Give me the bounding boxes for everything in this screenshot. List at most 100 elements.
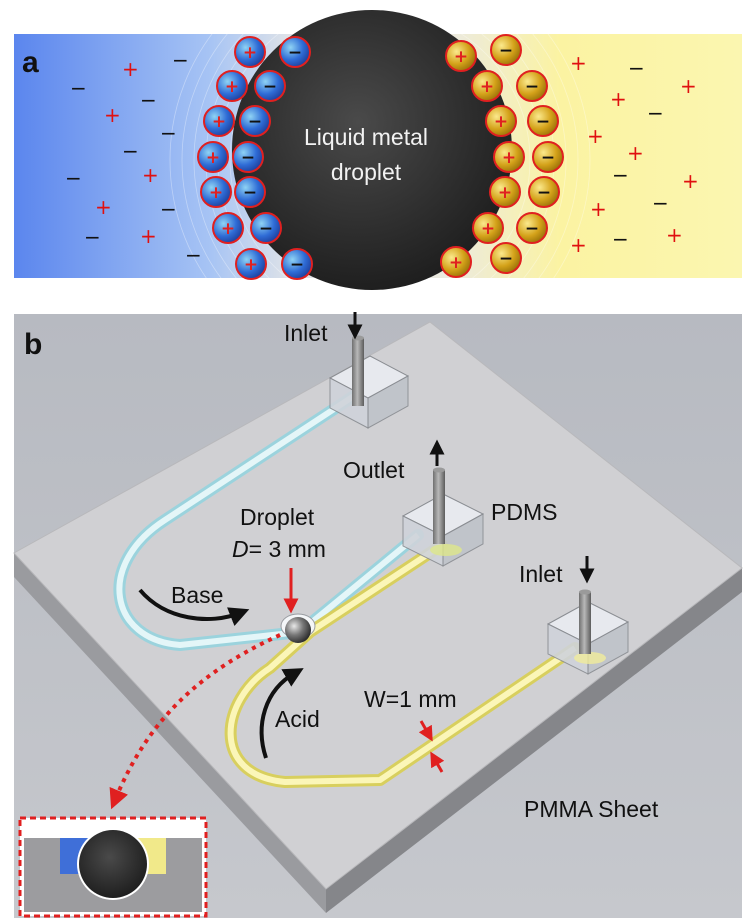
pdms-label: PDMS (491, 499, 557, 525)
svg-text:+: + (590, 197, 607, 221)
svg-text:−: − (243, 183, 257, 203)
pmma-sheet-top (13, 321, 743, 890)
negative-ion: − (532, 141, 564, 173)
pdms-block-outlet (401, 467, 485, 567)
svg-text:+: + (243, 43, 257, 63)
base-flow-arrow (138, 588, 250, 626)
positive-ion: + (485, 105, 517, 137)
svg-text:+: + (682, 169, 699, 193)
positive-ion: + (216, 70, 248, 102)
panel-a: Liquid metal droplet +++++++−−−−−−− ++++… (14, 10, 742, 290)
cross-section-pointer (109, 633, 281, 810)
svg-text:−: − (172, 48, 189, 72)
cross-section-inset (18, 816, 208, 918)
pdms-block-inlet-right (546, 589, 630, 675)
positive-ion: + (472, 212, 504, 244)
pmma-sheet-front-face (14, 553, 326, 913)
svg-text:−: − (65, 166, 82, 190)
svg-text:+: + (212, 112, 226, 132)
positive-ion: + (212, 212, 244, 244)
droplet-diameter-label: D= 3 mm (232, 536, 326, 562)
droplet-label-line1: Liquid metal (304, 124, 428, 150)
pmma-sheet-right-face (326, 568, 742, 913)
svg-text:+: + (449, 253, 463, 273)
negative-ion: − (234, 176, 266, 208)
svg-text:+: + (480, 77, 494, 97)
positive-ion: + (234, 36, 266, 68)
svg-text:−: − (537, 183, 551, 203)
svg-text:−: − (536, 112, 550, 132)
base-label: Base (171, 582, 223, 608)
svg-text:+: + (494, 112, 508, 132)
droplet-ball (285, 617, 311, 643)
svg-text:+: + (206, 148, 220, 168)
svg-text:+: + (225, 77, 239, 97)
negative-ion: − (232, 141, 264, 173)
positive-ion: + (203, 105, 235, 137)
svg-text:+: + (95, 195, 112, 219)
ion-layer-right: +++++++−−−−−−− (440, 34, 564, 278)
svg-text:+: + (666, 223, 683, 247)
svg-text:+: + (104, 103, 121, 127)
svg-text:−: − (628, 56, 645, 80)
svg-text:−: − (525, 77, 539, 97)
outlet-label: Outlet (343, 457, 405, 483)
positive-ion: + (445, 40, 477, 72)
inlet-right-label: Inlet (519, 561, 563, 587)
free-charges-right: +− ++ −+ +− ++ −− ++ (570, 51, 699, 257)
negative-ion: − (516, 70, 548, 102)
svg-text:+: + (502, 148, 516, 168)
svg-text:−: − (541, 148, 555, 168)
negative-ion: − (490, 242, 522, 274)
positive-ion: + (489, 176, 521, 208)
positive-ion: + (471, 70, 503, 102)
svg-text:−: − (185, 243, 202, 267)
svg-text:+: + (610, 87, 627, 111)
width-arrow-top (418, 720, 433, 742)
svg-text:−: − (263, 77, 277, 97)
panel-a-label: a (22, 46, 39, 79)
acid-label: Acid (275, 706, 320, 732)
svg-text:+: + (627, 141, 644, 165)
width-arrow-bottom (430, 751, 445, 773)
width-label: W=1 mm (364, 686, 457, 712)
svg-text:+: + (587, 124, 604, 148)
pdms-block-inlet-top (328, 335, 410, 429)
liquid-metal-droplet (232, 10, 512, 290)
acid-flow-arrow (259, 668, 304, 759)
svg-text:−: − (612, 163, 629, 187)
negative-ion: − (281, 248, 313, 280)
svg-text:+: + (481, 219, 495, 239)
svg-text:+: + (221, 219, 235, 239)
svg-text:−: − (122, 139, 139, 163)
positive-ion: + (493, 141, 525, 173)
svg-text:−: − (288, 43, 302, 63)
panel-b: Inlet Outlet PDMS Droplet D= 3 mm Inlet … (13, 312, 743, 918)
negative-ion: − (516, 212, 548, 244)
positive-ion: + (440, 246, 472, 278)
negative-ion: − (490, 34, 522, 66)
svg-text:+: + (570, 51, 587, 75)
svg-text:+: + (209, 183, 223, 203)
negative-ion: − (254, 70, 286, 102)
negative-ion: − (527, 105, 559, 137)
svg-text:+: + (680, 74, 697, 98)
svg-text:−: − (612, 227, 629, 251)
ion-layer-left: +++++++−−−−−−− (197, 36, 313, 280)
svg-text:+: + (454, 47, 468, 67)
panel-b-label: b (24, 328, 42, 361)
svg-text:−: − (241, 148, 255, 168)
svg-text:−: − (290, 255, 304, 275)
svg-text:−: − (525, 219, 539, 239)
negative-ion: − (250, 212, 282, 244)
negative-ion: − (279, 36, 311, 68)
negative-ion: − (239, 105, 271, 137)
droplet-diameter-value: = 3 mm (249, 536, 326, 562)
svg-text:−: − (647, 101, 664, 125)
svg-text:+: + (244, 255, 258, 275)
svg-text:+: + (140, 224, 157, 248)
svg-text:−: − (84, 225, 101, 249)
negative-ion: − (528, 176, 560, 208)
svg-text:−: − (248, 112, 262, 132)
svg-text:−: − (140, 88, 157, 112)
